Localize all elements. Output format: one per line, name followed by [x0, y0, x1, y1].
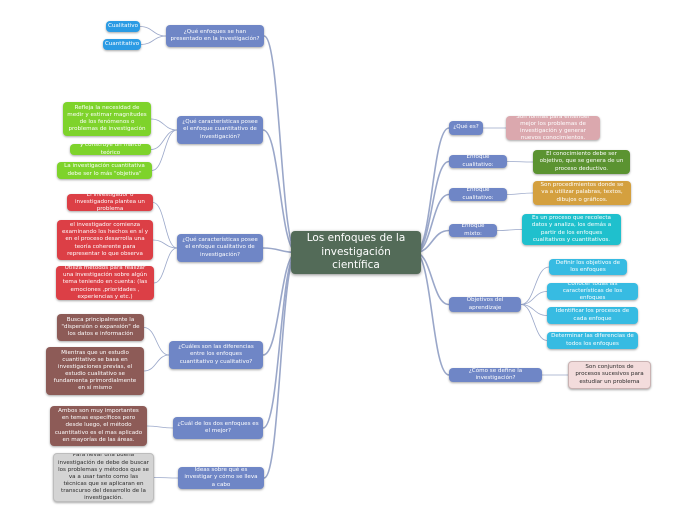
link-question-caracteristicas-cuantitativo-answer-medir-magnitudes: [150, 118, 178, 131]
answer-marco-teorico[interactable]: y construye un marco teórico: [70, 144, 151, 155]
question-objetivos-aprendizaje[interactable]: Objetivos del aprendizaje: [449, 297, 521, 312]
link-question-mejor-enfoque-answer-ambos-importantes: [146, 425, 174, 429]
root-topic[interactable]: Los enfoques de la investigación científ…: [291, 231, 421, 274]
question-caracteristicas-cualitativo[interactable]: ¿Qué características posee el enfoque cu…: [177, 234, 263, 262]
link-question-caracteristicas-cualitativo-answer-examinando-hechos: [152, 239, 178, 249]
answer-identificar-procesos[interactable]: Identificar los procesos de cada enfoque: [547, 307, 638, 324]
question-definicion-investigacion[interactable]: ¿Cómo se define la investigación?: [449, 368, 542, 382]
link-question-diferencias-answer-dispersion-expansion: [143, 327, 170, 356]
answer-ambos-importantes[interactable]: Ambos son muy importantes en temas espec…: [50, 406, 147, 446]
link-root-question-mejor-enfoque: [262, 251, 298, 429]
answer-buena-investigacion[interactable]: Para llevar una buena investigación de d…: [53, 453, 154, 502]
question-caracteristicas-cuantitativo[interactable]: ¿Qué características posee el enfoque cu…: [177, 116, 263, 144]
answer-determinar-diferencias[interactable]: Determinar las diferencias de todos los …: [547, 332, 638, 349]
answer-conocer-caracteristicas[interactable]: Conocer todas las características de los…: [547, 283, 638, 300]
question-que-es[interactable]: ¿Qué es?: [449, 121, 483, 135]
link-root-question-ideas-investigar: [263, 251, 298, 479]
answer-plantea-problema[interactable]: El investigador o investigadora plantea …: [67, 194, 153, 211]
answer-utiliza-metodos[interactable]: Utiliza métodos para realizar una invest…: [56, 266, 154, 300]
answer-cualitativo[interactable]: Cualitativo: [106, 21, 140, 32]
link-question-caracteristicas-cualitativo-answer-plantea-problema: [152, 202, 178, 249]
question-enfoque-mixto[interactable]: Enfoque mixto:: [449, 224, 497, 237]
link-question-enfoque-cualitativo-1-answer-conocimiento-objetivo: [506, 161, 534, 163]
link-question-enfoque-cualitativo-2-answer-procedimientos: [506, 192, 534, 195]
answer-dispersion-expansion[interactable]: Busca principalmente la "dispersión o ex…: [57, 314, 144, 341]
answer-procedimientos[interactable]: Son procedimientos donde se va a utiliza…: [533, 181, 631, 205]
link-question-diferencias-answer-estudio-cuantitativo: [143, 354, 170, 372]
question-mejor-enfoque[interactable]: ¿Cuál de los dos enfoques es el mejor?: [173, 417, 263, 439]
answer-estudio-cuantitativo[interactable]: Mientras que un estudio cuantitativo se …: [46, 347, 144, 395]
answer-medir-magnitudes[interactable]: Refleja la necesidad de medir y estimar …: [63, 102, 151, 136]
question-enfoque-cualitativo-2[interactable]: Enfoque cualitativo:: [449, 188, 507, 201]
link-question-enfoques-presentados-answer-cualitativo: [139, 26, 167, 37]
question-enfoque-cualitativo-1[interactable]: Enfoque cualitativo:: [449, 155, 507, 168]
answer-conjuntos-procesos[interactable]: Son conjuntos de procesos sucesivos para…: [568, 361, 651, 389]
link-question-caracteristicas-cualitativo-answer-utiliza-metodos: [153, 247, 178, 284]
link-question-enfoques-presentados-answer-cuantitativo: [140, 35, 167, 45]
link-question-ideas-investigar-answer-buena-investigacion: [153, 477, 179, 479]
answer-objetiva[interactable]: La investigación cuantitativa debe ser l…: [57, 162, 152, 179]
link-question-enfoque-mixto-answer-proceso-recolecta: [496, 229, 523, 231]
link-question-caracteristicas-cuantitativo-answer-marco-teorico: [150, 129, 178, 150]
link-question-objetivos-aprendizaje-answer-definir-objetivos: [520, 266, 550, 305]
question-enfoques-presentados[interactable]: ¿Qué enfoques se han presentado en la in…: [166, 25, 264, 47]
link-question-caracteristicas-cuantitativo-answer-objetiva: [151, 129, 178, 171]
question-diferencias[interactable]: ¿Cuáles son las diferencias entre los en…: [169, 341, 263, 369]
answer-conocimiento-objetivo[interactable]: El conocimiento debe ser objetivo, que s…: [533, 150, 630, 174]
answer-formas-entender[interactable]: Son formas para entender mejor los probl…: [506, 116, 600, 140]
answer-examinando-hechos[interactable]: el investigador comienza examinando los …: [57, 220, 153, 260]
link-question-objetivos-aprendizaje-answer-determinar-diferencias: [520, 304, 548, 341]
answer-cuantitativo[interactable]: Cuantitativo: [103, 39, 141, 50]
question-ideas-investigar[interactable]: Ideas sobre qué es investigar y cómo se …: [178, 467, 264, 489]
link-root-question-enfoques-presentados: [263, 35, 298, 254]
link-question-objetivos-aprendizaje-answer-conocer-caracteristicas: [520, 291, 548, 305]
answer-proceso-recolecta[interactable]: Es un proceso que recolecta datos y anal…: [522, 214, 621, 245]
answer-definir-objetivos[interactable]: Definir los objetivos de los enfoques: [549, 259, 627, 275]
